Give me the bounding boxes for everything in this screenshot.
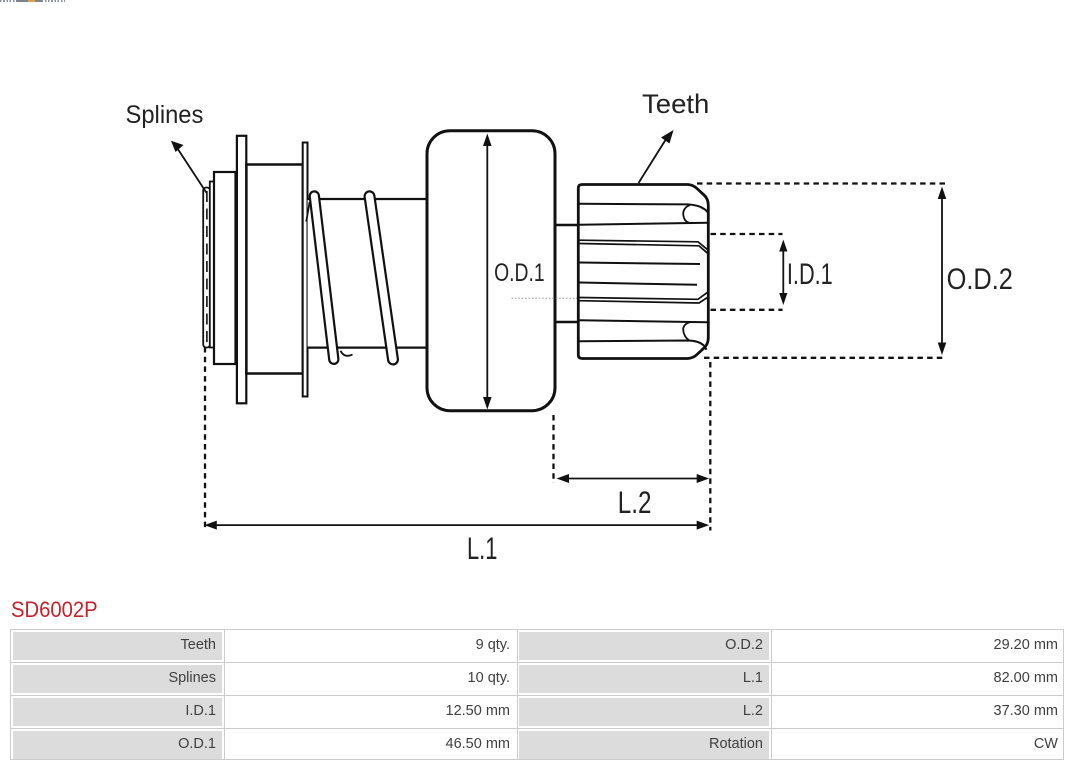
svg-text:L.2: L.2	[618, 484, 652, 520]
svg-text:O.D.1: O.D.1	[494, 259, 544, 287]
svg-text:Teeth: Teeth	[642, 90, 709, 119]
svg-text:Splines: Splines	[126, 101, 204, 129]
svg-text:O.D.2: O.D.2	[947, 262, 1013, 295]
svg-text:L.1: L.1	[467, 530, 497, 566]
svg-text:I.D.1: I.D.1	[787, 259, 833, 291]
